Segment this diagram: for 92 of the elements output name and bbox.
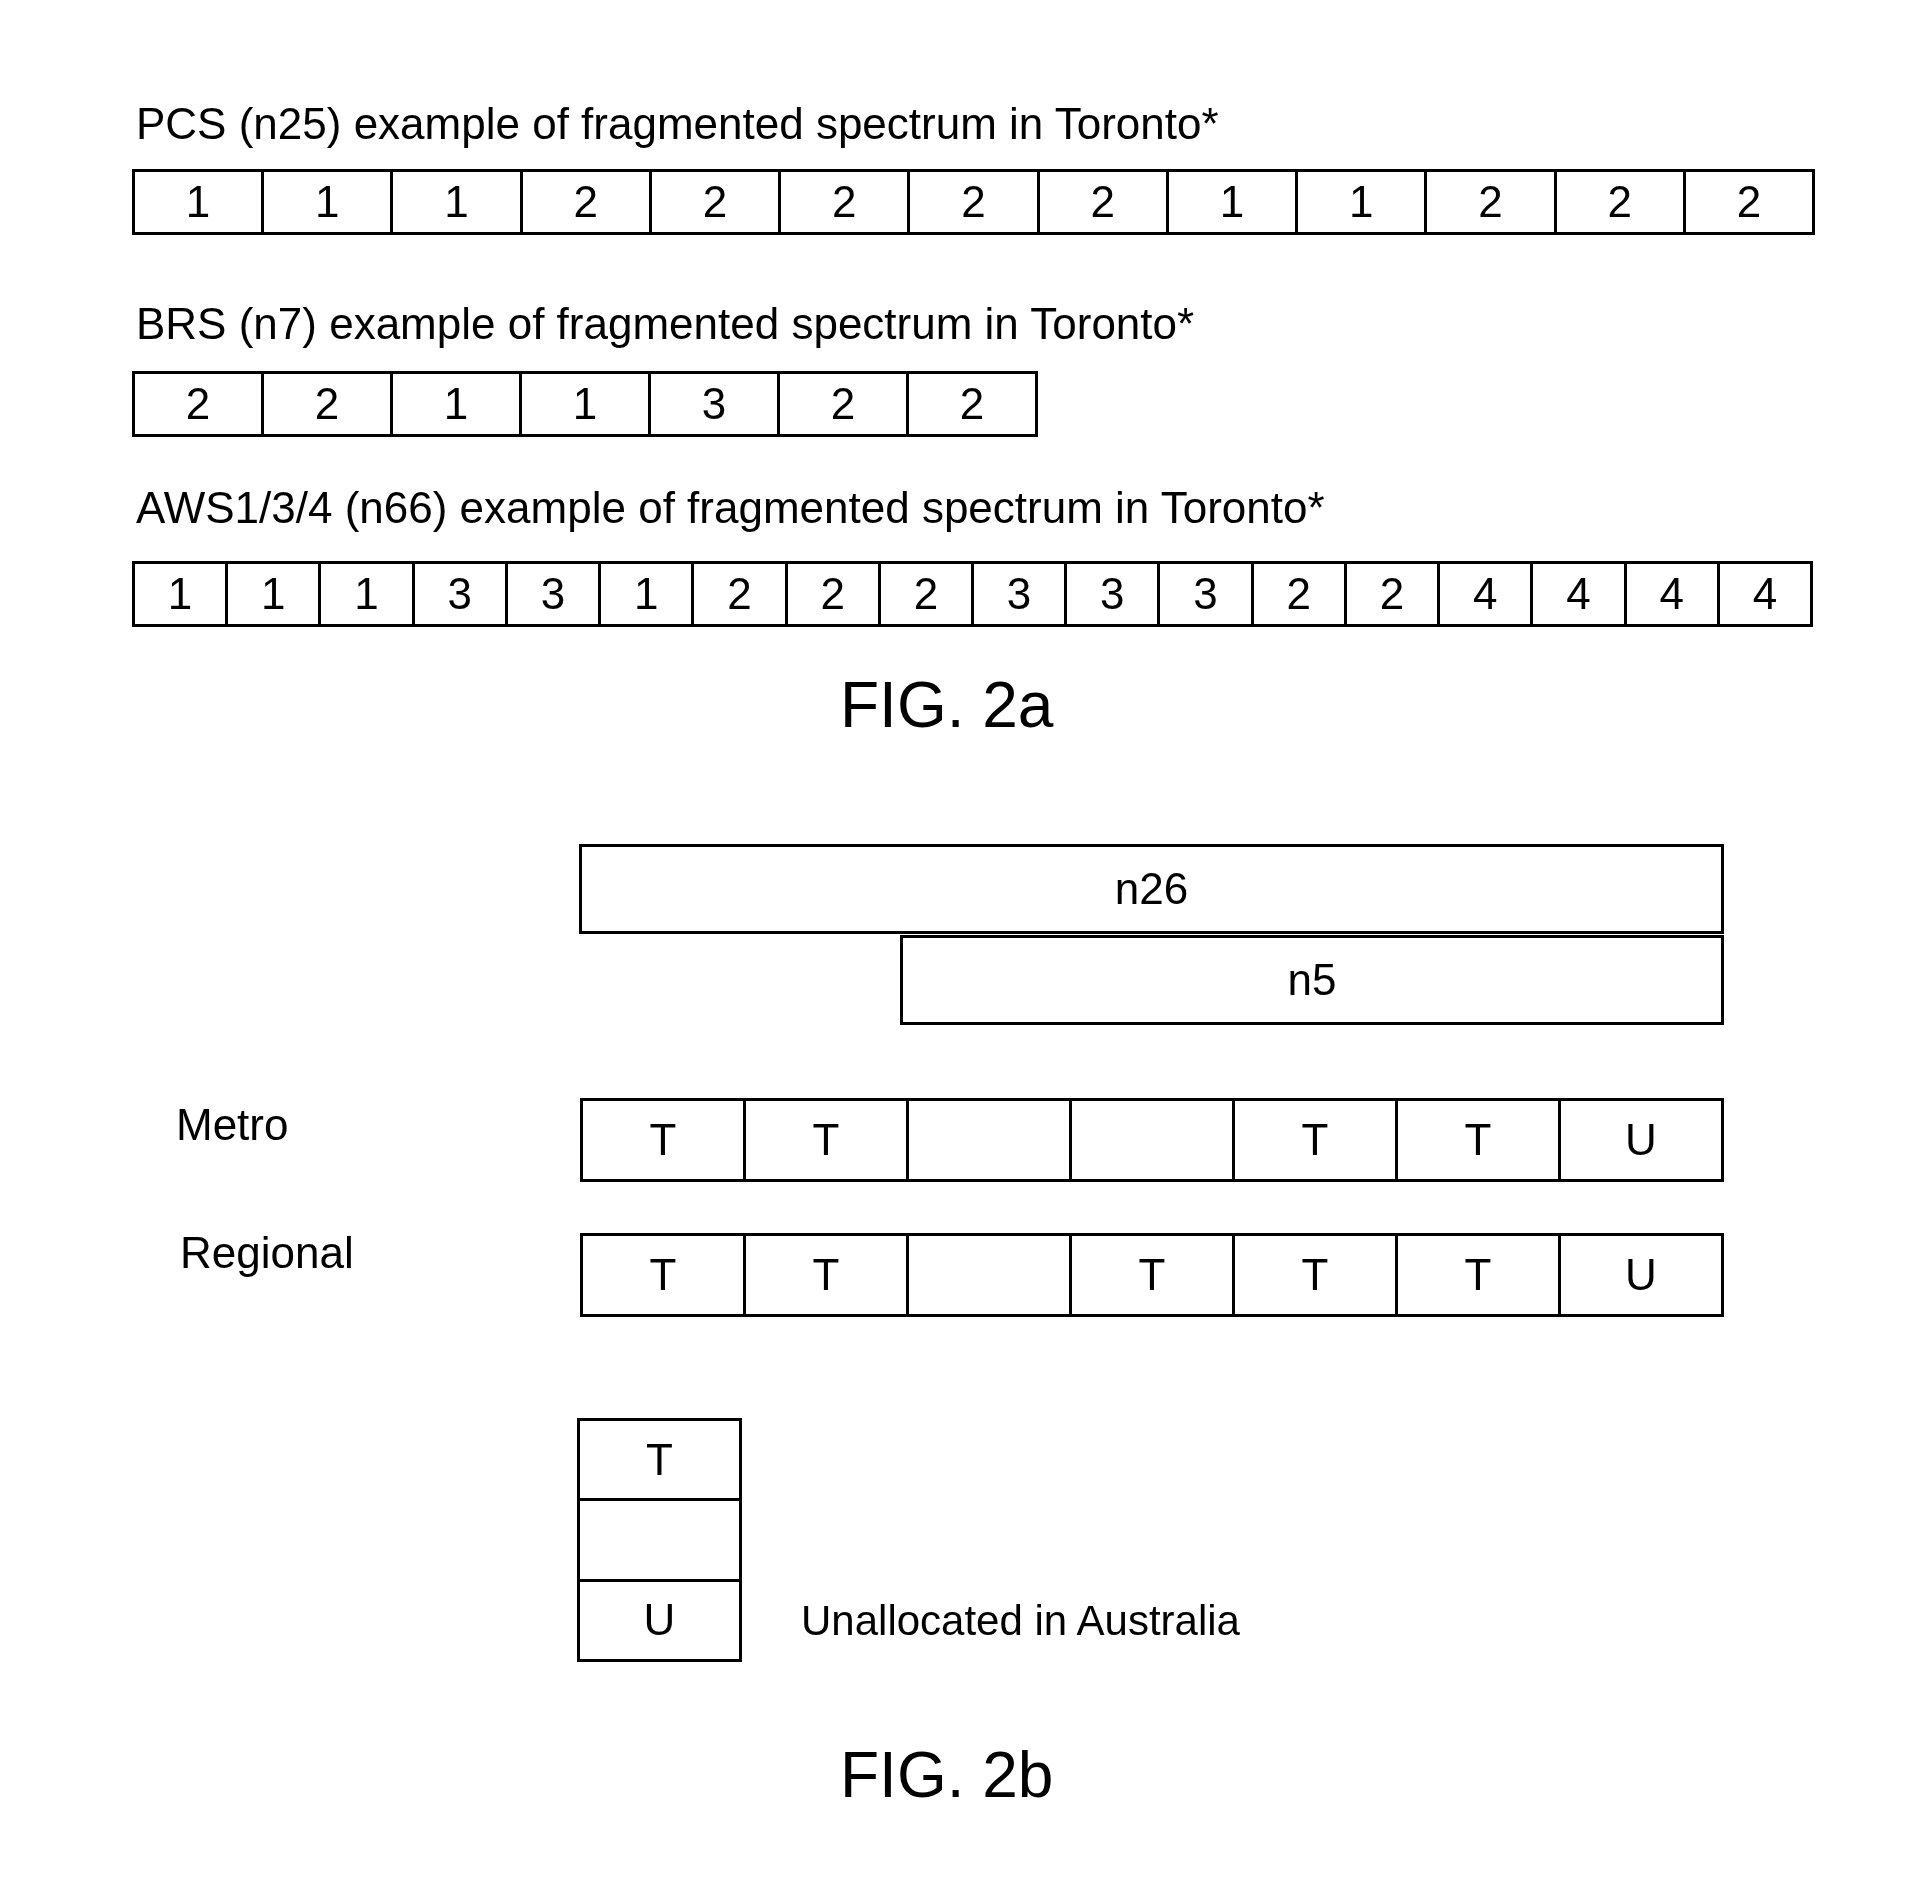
block-label: 2 xyxy=(314,382,340,426)
block-label: 1 xyxy=(443,382,469,426)
block-label: 2 xyxy=(820,572,845,616)
spectrum-block xyxy=(579,844,1724,934)
block-label: 2 xyxy=(1286,572,1311,616)
block-label: n5 xyxy=(1287,958,1337,1002)
spectrum-block xyxy=(648,371,780,437)
block-label: 2 xyxy=(573,180,599,224)
block-label: 2 xyxy=(832,180,857,224)
block-label: T xyxy=(812,1118,840,1162)
block-label: 3 xyxy=(1193,572,1218,616)
block-label: U xyxy=(1625,1253,1657,1297)
block-label: T xyxy=(649,1253,677,1297)
block-label: T xyxy=(812,1253,840,1297)
block-label: 3 xyxy=(1006,572,1032,616)
spectrum-block xyxy=(1232,1098,1398,1182)
figure-caption: FIG. 2b xyxy=(840,1738,1054,1813)
block-label: 4 xyxy=(1752,572,1778,616)
legend-description: Unallocated in Australia xyxy=(801,1595,1240,1646)
spectrum-block xyxy=(580,1098,746,1182)
spectrum-block xyxy=(743,1098,909,1182)
block-label: 1 xyxy=(633,572,659,616)
block-label: 2 xyxy=(961,180,986,224)
row-title: BRS (n7) example of fragmented spectrum in Toronto* xyxy=(136,298,1195,350)
block-label: 1 xyxy=(185,180,211,224)
spectrum-block xyxy=(318,561,415,627)
block-label: T xyxy=(1464,1253,1492,1297)
row-title: Metro xyxy=(176,1099,289,1151)
spectrum-block xyxy=(1530,561,1627,627)
block-label: 1 xyxy=(354,572,379,616)
block-label: 1 xyxy=(261,572,286,616)
block-label: T xyxy=(1138,1253,1166,1297)
block-label: 2 xyxy=(702,180,728,224)
block-label: 2 xyxy=(959,382,985,426)
spectrum-block xyxy=(519,371,651,437)
block-label: 2 xyxy=(185,382,211,426)
spectrum-block xyxy=(743,1233,909,1317)
spectrum-block xyxy=(1558,1233,1724,1317)
row-title: PCS (n25) example of fragmented spectrum in Toronto* xyxy=(136,98,1219,150)
spectrum-block xyxy=(906,371,1038,437)
block-label: 3 xyxy=(701,382,727,426)
spectrum-block xyxy=(1232,1233,1398,1317)
spectrum-block xyxy=(390,371,522,437)
block-label: T xyxy=(1301,1118,1329,1162)
spectrum-block xyxy=(1395,1098,1561,1182)
empty-spectrum-block xyxy=(577,1498,742,1582)
row-title: Regional xyxy=(180,1227,354,1279)
block-label: 2 xyxy=(727,572,752,616)
spectrum-block xyxy=(1395,1233,1561,1317)
block-label: 1 xyxy=(315,180,340,224)
block-label: 1 xyxy=(1219,180,1245,224)
spectrum-block xyxy=(580,1233,746,1317)
spectrum-block xyxy=(132,371,264,437)
block-label: 3 xyxy=(1100,572,1125,616)
block-label: 2 xyxy=(830,382,856,426)
block-label: 2 xyxy=(913,572,939,616)
empty-spectrum-block xyxy=(1069,1098,1235,1182)
block-label: 1 xyxy=(1348,180,1374,224)
block-label: 4 xyxy=(1566,572,1591,616)
block-label: 4 xyxy=(1659,572,1684,616)
block-label: 2 xyxy=(1090,180,1115,224)
block-label: 3 xyxy=(447,572,472,616)
spectrum-block xyxy=(1558,1098,1724,1182)
block-label: 3 xyxy=(540,572,566,616)
block-label: 2 xyxy=(1736,180,1762,224)
empty-spectrum-block xyxy=(906,1098,1072,1182)
row-title: AWS1/3/4 (n66) example of fragmented spectrum in Toronto* xyxy=(136,482,1325,534)
block-label: 1 xyxy=(444,180,469,224)
block-label: 1 xyxy=(167,572,193,616)
block-label: 2 xyxy=(1379,572,1405,616)
block-label: 4 xyxy=(1472,572,1498,616)
block-label: 2 xyxy=(1607,180,1632,224)
spectrum-block xyxy=(1157,561,1254,627)
block-label: U xyxy=(643,1598,676,1643)
empty-spectrum-block xyxy=(906,1233,1072,1317)
spectrum-block xyxy=(1069,1233,1235,1317)
spectrum-block xyxy=(261,371,393,437)
spectrum-block xyxy=(390,169,523,235)
spectrum-block xyxy=(777,371,909,437)
block-label: T xyxy=(1464,1118,1492,1162)
spectrum-block xyxy=(900,935,1724,1025)
block-label: n26 xyxy=(1114,867,1189,911)
spectrum-block xyxy=(691,561,788,627)
spectrum-block xyxy=(1424,169,1557,235)
block-label: 1 xyxy=(572,382,598,426)
figure-caption: FIG. 2a xyxy=(840,668,1054,743)
block-label: T xyxy=(1301,1253,1329,1297)
block-label: 2 xyxy=(1478,180,1503,224)
block-label: T xyxy=(646,1437,673,1482)
block-label: T xyxy=(649,1118,677,1162)
spectrum-block xyxy=(907,169,1040,235)
block-label: U xyxy=(1625,1118,1657,1162)
